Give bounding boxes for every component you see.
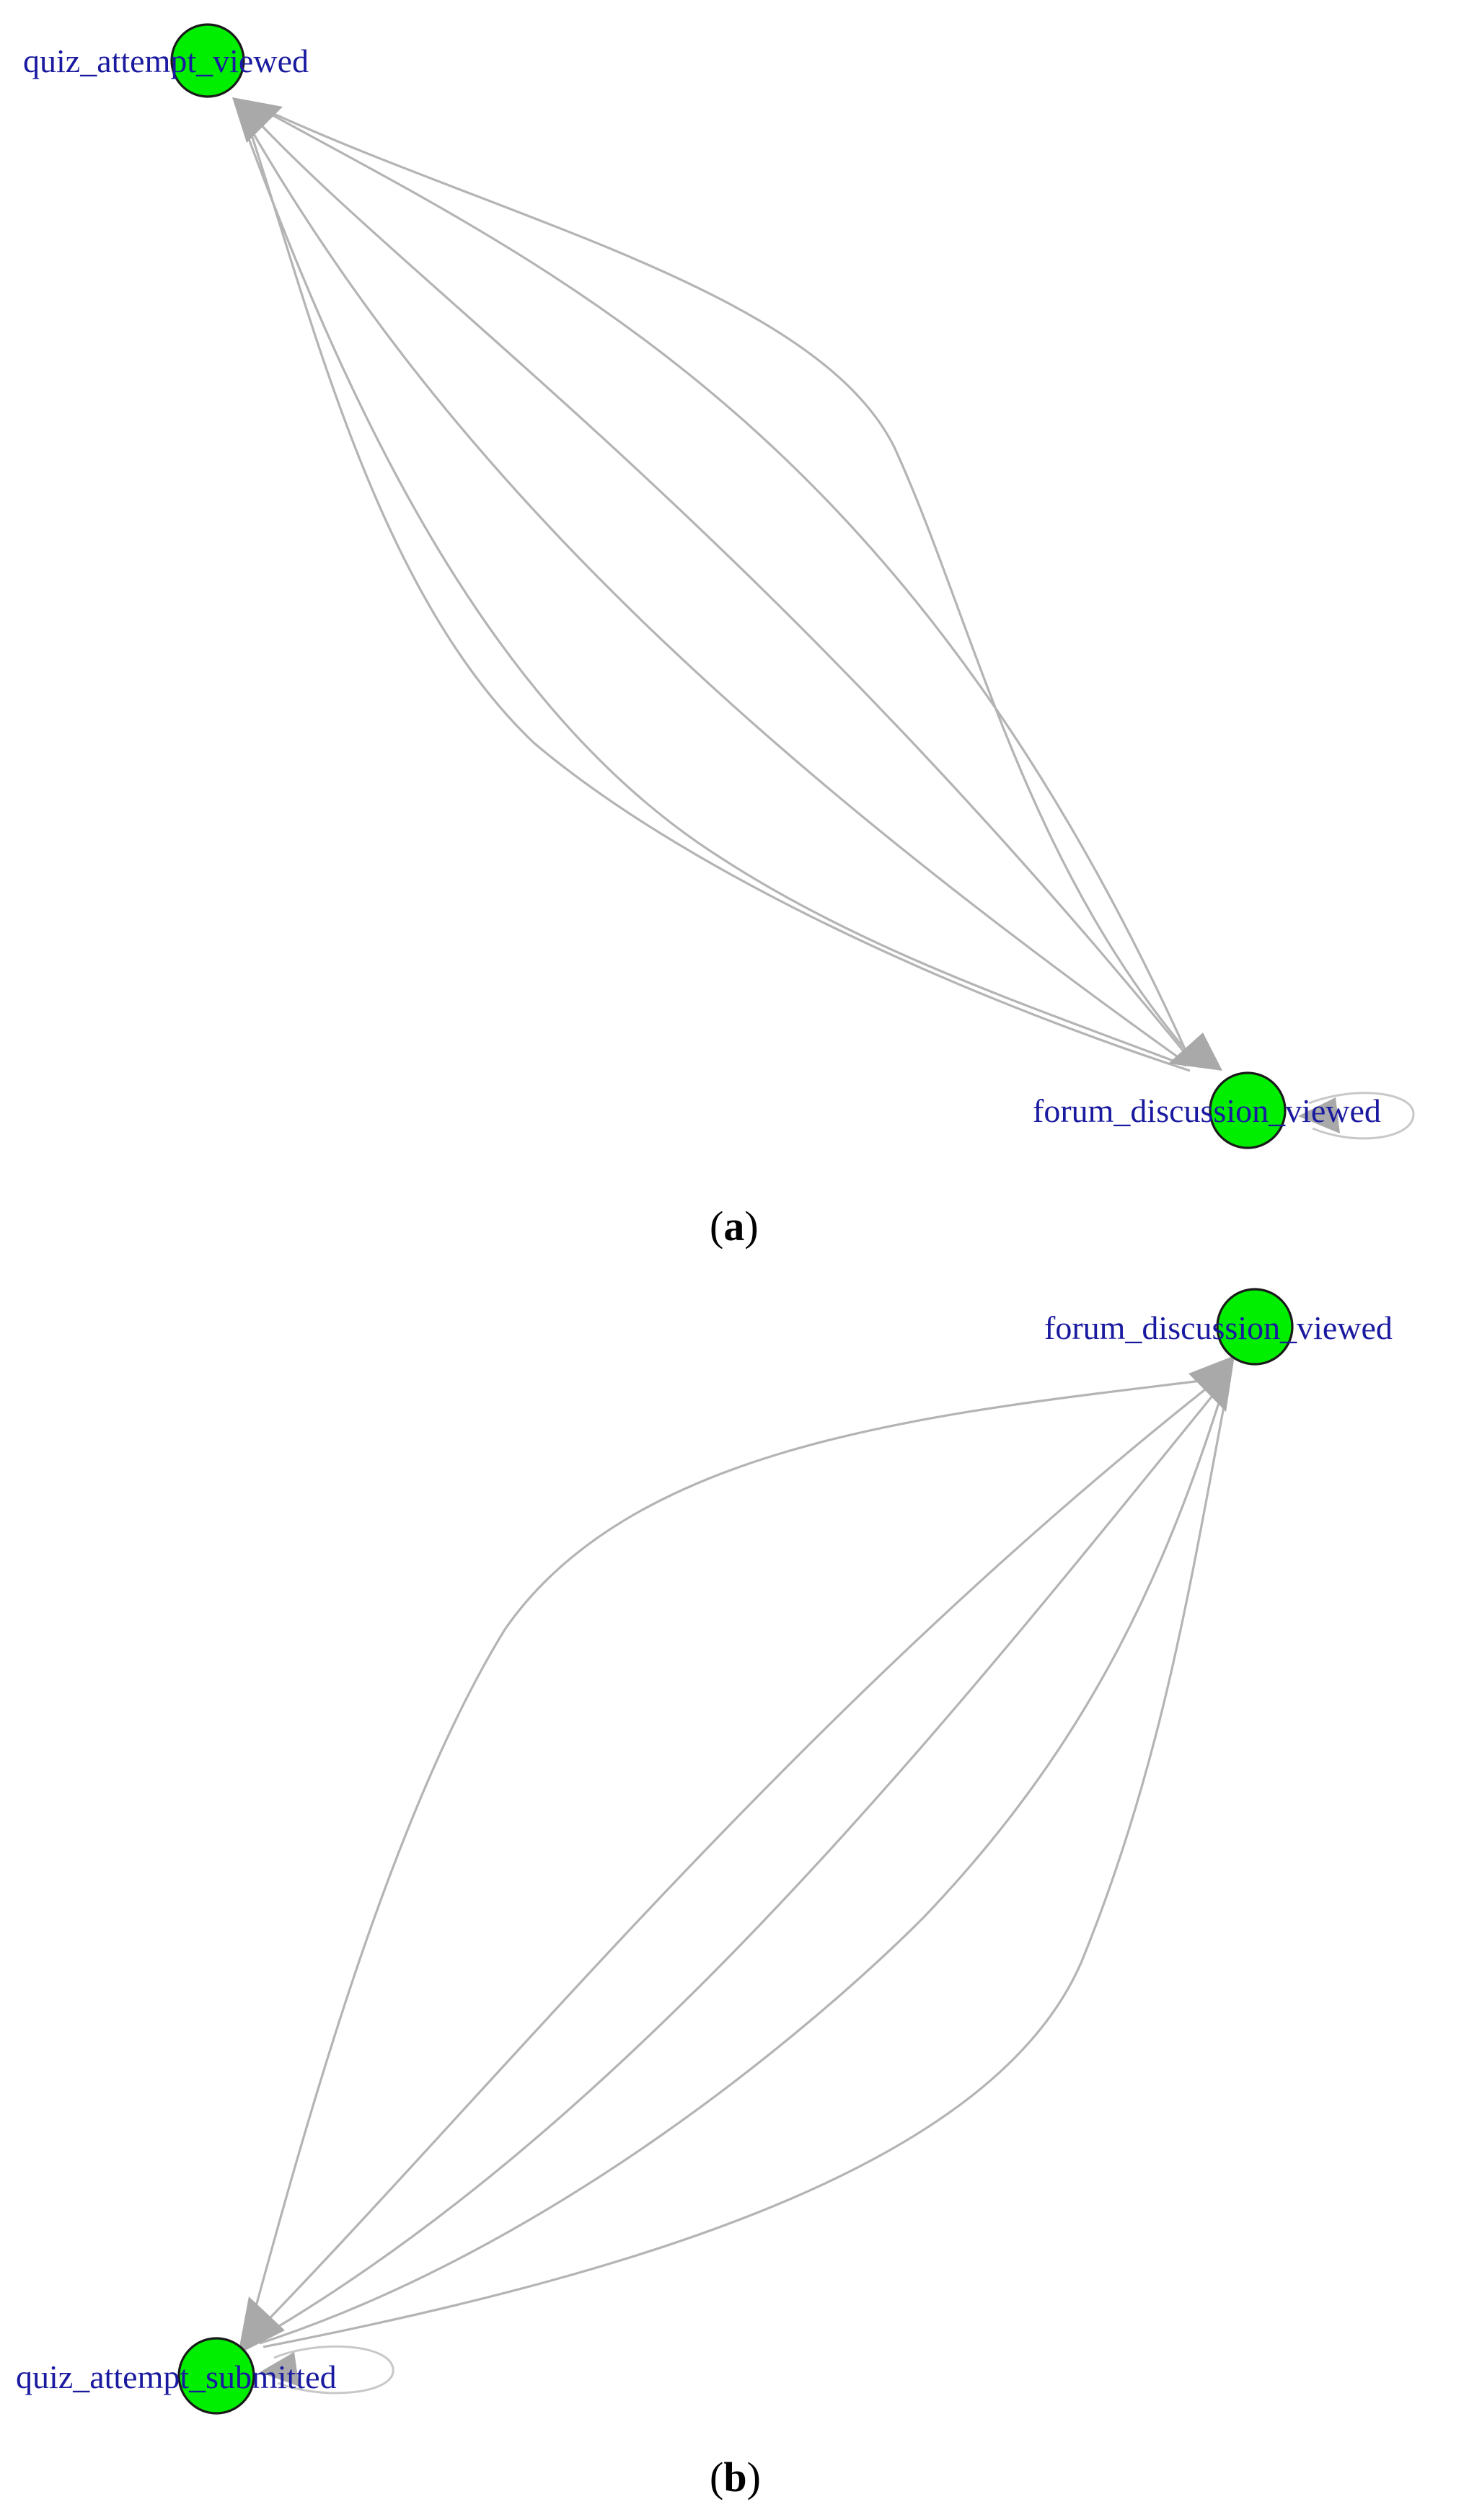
panel-a-label-forum-discussion-viewed: forum_discussion_viewed (1033, 1092, 1381, 1129)
panel-a-arrowhead-top (232, 97, 283, 143)
panel-a-edge-4 (240, 118, 1187, 1067)
panel-b-label-quiz-attempt-submitted: quiz_attempt_submitted (16, 2358, 337, 2395)
panel-a-node-forum-discussion-viewed (1209, 1071, 1287, 1149)
panel-b-edge-5 (263, 1394, 1227, 2348)
panel-a-arrowhead-bottom (1168, 1033, 1222, 1071)
panel-a-edge-2 (247, 110, 1195, 1065)
panel-b-node-quiz-attempt-submitted (177, 2337, 255, 2415)
panel-b-edge-2 (251, 1383, 1212, 2338)
panel-a-edges (240, 103, 1199, 1072)
panel-a-self-loop-arrowhead (1298, 1097, 1340, 1133)
panel-b-caption: (b) (710, 2454, 761, 2501)
panel-b-arrowhead-top (1188, 1356, 1235, 1412)
panel-b: forum_discussion_viewed quiz_attempt_sub… (16, 1288, 1393, 2501)
panel-b-label-forum-discussion-viewed: forum_discussion_viewed (1044, 1309, 1393, 1346)
panel-a-edge-6 (259, 107, 1191, 1061)
panel-a-self-loop (1308, 1092, 1415, 1140)
panel-b-self-loop (273, 2345, 394, 2395)
panel-a-caption: (a) (710, 1203, 759, 1250)
panel-b-edge-4 (259, 1391, 1224, 2345)
panel-b-self-loop-arrowhead (260, 2352, 299, 2387)
panel-b-node-forum-discussion-viewed (1216, 1288, 1294, 1366)
panel-b-edge-3 (255, 1387, 1220, 2341)
panel-b-edges (247, 1379, 1227, 2348)
panel-b-arrowhead-bottom (238, 2296, 285, 2354)
panel-a-edge-1 (253, 103, 1199, 1065)
panel-a: quiz_attempt_viewed forum_discussion_vie… (23, 23, 1415, 1250)
panel-a-edge-3 (242, 116, 1191, 1067)
panel-b-edge-1 (247, 1379, 1201, 2333)
panel-a-edge-5 (244, 115, 1191, 1072)
panel-a-label-quiz-attempt-viewed: quiz_attempt_viewed (23, 43, 309, 79)
panel-a-node-quiz-attempt-viewed (170, 23, 245, 98)
